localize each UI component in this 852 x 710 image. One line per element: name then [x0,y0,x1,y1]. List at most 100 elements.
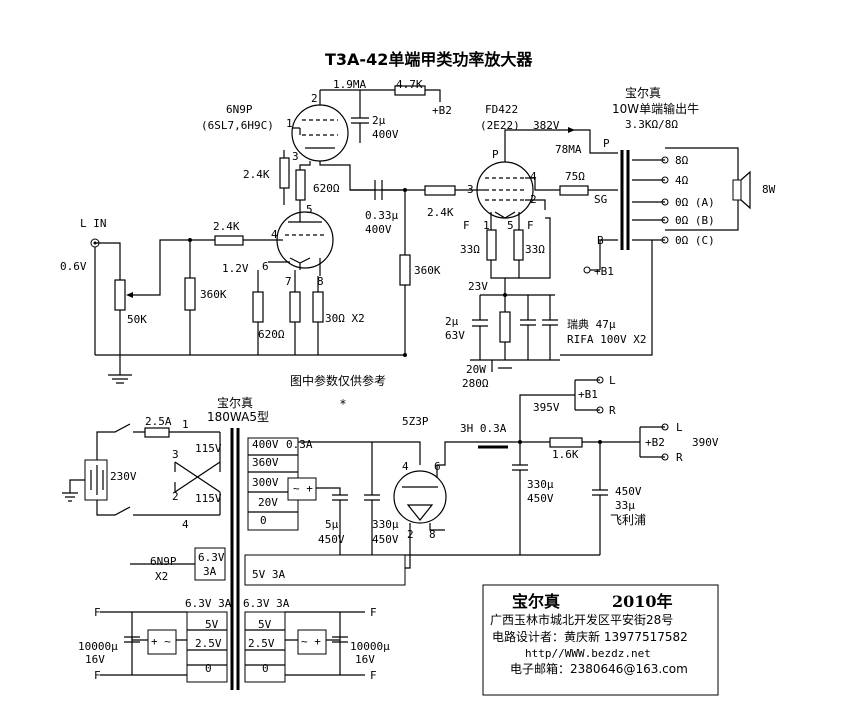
svg-text:16V: 16V [85,653,105,666]
svg-text:4: 4 [182,518,189,531]
svg-text:4Ω: 4Ω [675,174,689,187]
svg-text:450V: 450V [318,533,345,546]
svg-text:5V 3A: 5V 3A [252,568,285,581]
svg-text:6N9P: 6N9P [150,555,177,568]
svg-text:330μ: 330μ [372,518,399,531]
credits-box [482,584,719,696]
svg-text:2.4K: 2.4K [427,206,454,219]
svg-text:L: L [609,374,616,387]
svg-text:F: F [94,606,101,619]
r-f1-33 [486,229,497,261]
svg-text:30Ω X2: 30Ω X2 [325,312,365,325]
svg-text:8: 8 [429,528,436,541]
svg-text:0Ω (C): 0Ω (C) [675,234,715,247]
svg-text:20W: 20W [466,363,486,376]
svg-text:X2: X2 [155,570,168,583]
svg-text:宝尔真: 宝尔真 [625,85,661,100]
svg-text:2.4K: 2.4K [243,168,270,181]
svg-text:~ +: ~ + [293,482,313,495]
svg-text:280Ω: 280Ω [462,377,489,390]
svg-text:360V: 360V [252,456,279,469]
svg-text:+ ~: + ~ [151,635,171,648]
svg-text:390V: 390V [692,436,719,449]
r-stop-2k4 [424,185,456,196]
svg-text:10000μ: 10000μ [78,640,118,653]
svg-text:10W单端输出牛: 10W单端输出牛 [612,101,699,116]
svg-text:0.3A: 0.3A [286,438,313,451]
svg-text:R: R [676,451,683,464]
diagram-title: T3A-42单端甲类功率放大器 [325,50,533,69]
svg-text:+B1: +B1 [594,265,614,278]
heater-winding-b [244,611,286,683]
svg-text:4: 4 [402,460,409,473]
fd422-name: FD422 [485,103,518,116]
pot-value: 50K [127,313,147,326]
svg-text:(2E22): (2E22) [480,119,520,132]
svg-text:1.6K: 1.6K [552,448,579,461]
svg-text:4: 4 [271,228,278,241]
svg-text:0.33μ: 0.33μ [365,209,398,222]
r-grid-value: 360K [200,288,227,301]
svg-text:0: 0 [262,662,269,675]
svg-text:33μ: 33μ [615,499,635,512]
mains-inlet [84,459,108,501]
svg-text:6.3V: 6.3V [198,551,225,564]
svg-text:400V: 400V [372,128,399,141]
svg-text:450V: 450V [527,492,554,505]
note-text: 图中参数仅供参考 [290,373,386,388]
svg-text:382V: 382V [533,119,560,132]
svg-text:L: L [676,421,683,434]
tap-0b-terminal [661,216,669,224]
svg-text:飞利浦: 飞利浦 [610,513,646,527]
r-grid-stop [214,235,244,246]
svg-text:4.7K: 4.7K [396,78,423,91]
svg-text:1: 1 [182,418,189,431]
svg-text:2.4K: 2.4K [213,220,240,233]
bridge-rectifier-left [147,629,177,655]
svg-text:5V: 5V [205,618,219,631]
svg-text:400V: 400V [365,223,392,236]
svg-text:300V: 300V [252,476,279,489]
svg-text:16V: 16V [355,653,375,666]
bridge-rectifier-right [297,629,327,655]
v1-cathode-v: 1.2V [222,262,249,275]
rect-tube-name: 5Z3P [402,415,429,428]
r-b2-1k6 [549,437,583,448]
svg-text:6: 6 [262,260,269,273]
svg-text:3H 0.3A: 3H 0.3A [460,422,507,435]
svg-text:400V: 400V [252,438,279,451]
svg-text:20V: 20V [258,496,278,509]
r-cath-30b [312,291,324,323]
svg-text:电路设计者：黄庆新 13977517582: 电路设计者：黄庆新 13977517582 [492,629,688,644]
tap-4-terminal [661,176,669,184]
r-screen-75 [559,185,589,196]
svg-text:0Ω (B): 0Ω (B) [675,214,715,227]
svg-text:23V: 23V [468,280,488,293]
svg-text:230V: 230V [110,470,137,483]
svg-text:F: F [370,606,377,619]
svg-text:78MA: 78MA [555,143,582,156]
svg-text:*: * [340,397,346,411]
r-grid2-360k [399,254,411,286]
bridge-rectifier-bias [287,477,317,501]
heater-winding-5v [244,554,406,586]
svg-text:8Ω: 8Ω [675,154,689,167]
svg-text:395V: 395V [533,401,560,414]
svg-text:8W: 8W [762,183,776,196]
r-grid-360k [184,277,196,311]
svg-text:2.5A: 2.5A [145,415,172,428]
credits-brand: 宝尔真 [512,592,560,611]
svg-text:1.9MA: 1.9MA [333,78,366,91]
r-mid-620 [295,169,306,201]
v1-alt: (6SL7,6H9C) [201,119,274,132]
svg-text:F: F [94,669,101,682]
svg-text:0Ω (A): 0Ω (A) [675,196,715,209]
svg-text:3: 3 [172,448,179,461]
v1-name: 6N9P [226,103,253,116]
svg-text:5V: 5V [258,618,272,631]
svg-text:瑞典 47μ: 瑞典 47μ [567,317,616,331]
svg-text:0: 0 [260,514,267,527]
svg-text:33Ω: 33Ω [460,243,480,256]
svg-text:2.5V: 2.5V [195,637,222,650]
